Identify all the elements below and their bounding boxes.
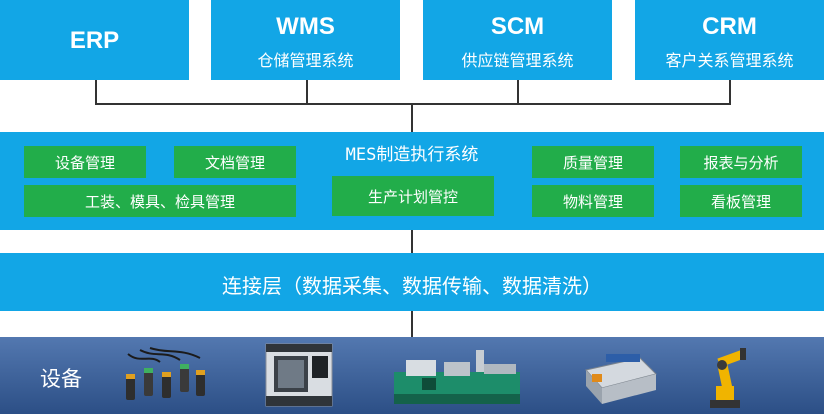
crm-box: CRM 客户关系管理系统: [635, 0, 824, 80]
module-quality: 质量管理: [532, 146, 654, 178]
connection-layer-label: 连接层（数据采集、数据传输、数据清洗）: [222, 274, 602, 298]
crm-title: CRM: [702, 13, 757, 40]
mes-to-link-line: [411, 230, 413, 253]
scm-subtitle: 供应链管理系统: [461, 51, 574, 70]
module-reports: 报表与分析: [680, 146, 802, 178]
module-materials: 物料管理: [532, 185, 654, 217]
connection-layer-band: [0, 253, 824, 311]
cnc-machine-icon: [265, 343, 333, 407]
wms-connector: [306, 80, 308, 104]
link-to-device-line: [411, 311, 413, 337]
crm-connector: [729, 80, 731, 104]
erp-box: ERP: [0, 0, 189, 80]
module-production-planning: 生产计划管控: [332, 176, 494, 216]
erp-connector: [95, 80, 97, 104]
injection-molding-machine-icon: [394, 350, 520, 404]
scm-box: SCM 供应链管理系统: [423, 0, 612, 80]
crm-subtitle: 客户关系管理系统: [665, 51, 794, 70]
scm-title: SCM: [490, 13, 545, 40]
laser-cutter-icon: [585, 354, 657, 404]
scm-connector: [517, 80, 519, 104]
mes-title: MES制造执行系统: [345, 145, 479, 165]
wms-subtitle: 仓储管理系统: [257, 51, 354, 70]
module-kanban: 看板管理: [680, 185, 802, 217]
wms-box: WMS 仓储管理系统: [211, 0, 400, 80]
device-label: 设备: [40, 367, 82, 391]
module-documents: 文档管理: [174, 146, 296, 178]
wms-title: WMS: [276, 13, 335, 40]
bus-to-mes-line: [411, 103, 413, 132]
erp-title: ERP: [69, 27, 120, 54]
top-bus-line: [95, 103, 731, 105]
module-tooling: 工装、模具、检具管理: [24, 185, 296, 217]
module-equipment: 设备管理: [24, 146, 146, 178]
industrial-robot-icon: [710, 348, 746, 408]
sensors-icon: [126, 347, 205, 400]
